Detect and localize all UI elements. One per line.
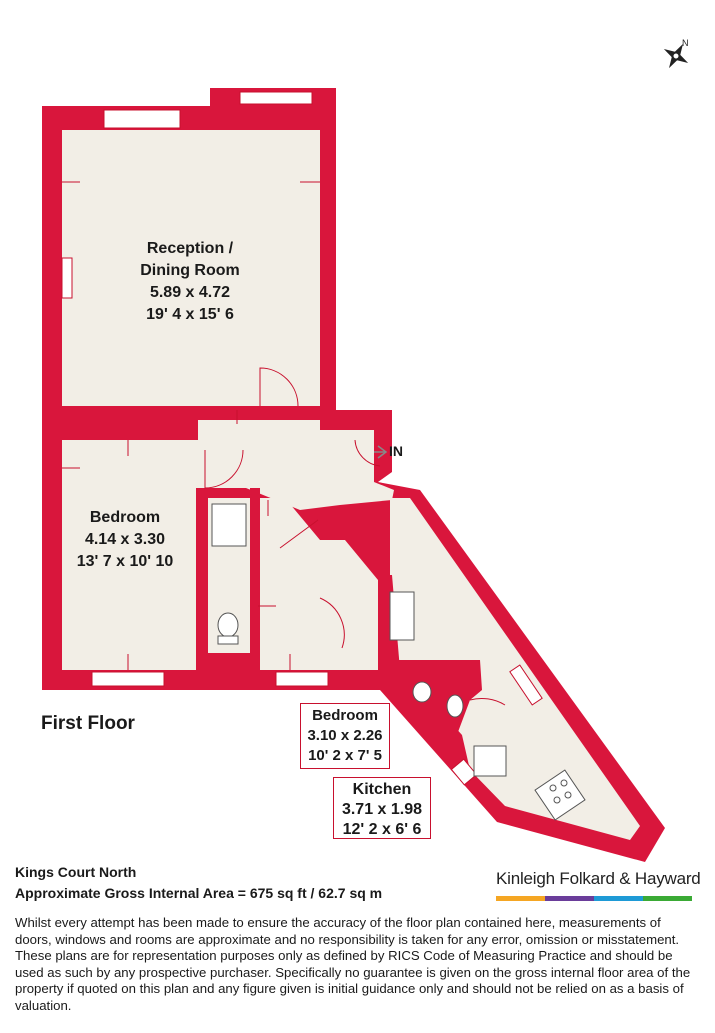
reception-imperial: 19' 4 x 15' 6 bbox=[146, 306, 234, 323]
windows bbox=[61, 91, 543, 786]
reception-name-2: Dining Room bbox=[140, 262, 240, 279]
kitchen-label: Kitchen 3.71 x 1.98 12' 2 x 6' 6 bbox=[333, 777, 431, 839]
disclaimer-text: Whilst every attempt has been made to en… bbox=[15, 915, 691, 1013]
reception-label: Reception / Dining Room 5.89 x 4.72 19' … bbox=[110, 238, 270, 326]
property-name: Kings Court North bbox=[15, 864, 137, 880]
fixtures bbox=[211, 503, 586, 821]
bedroom2-label: Bedroom 3.10 x 2.26 10' 2 x 7' 5 bbox=[300, 703, 390, 769]
gross-internal-area: Approximate Gross Internal Area = 675 sq… bbox=[15, 885, 383, 901]
brand-color-bar bbox=[496, 896, 692, 901]
measure-arrows bbox=[62, 181, 320, 670]
compass-label: N bbox=[682, 38, 689, 48]
bedroom2-metric: 3.10 x 2.26 bbox=[307, 727, 383, 744]
kitchen-name: Kitchen bbox=[352, 781, 412, 798]
brand-bar-segment bbox=[496, 896, 545, 901]
bedroom1-imperial: 13' 7 x 10' 10 bbox=[76, 553, 174, 570]
floor-plan: N bbox=[42, 38, 689, 862]
entrance-label: IN bbox=[389, 443, 403, 459]
kitchen-metric: 3.71 x 1.98 bbox=[341, 801, 423, 818]
brand-bar-segment bbox=[545, 896, 594, 901]
bedroom2-name: Bedroom bbox=[312, 707, 378, 724]
reception-name-1: Reception / bbox=[146, 240, 234, 257]
floor-title: First Floor bbox=[41, 713, 135, 734]
brand-bar-segment bbox=[643, 896, 692, 901]
bedroom2-imperial: 10' 2 x 7' 5 bbox=[308, 747, 382, 764]
entrance-arrow-icon bbox=[374, 445, 388, 459]
bedroom1-metric: 4.14 x 3.30 bbox=[84, 531, 166, 548]
kitchen-imperial: 12' 2 x 6' 6 bbox=[342, 821, 422, 838]
brand-logo: Kinleigh Folkard & Hayward bbox=[496, 869, 701, 888]
bedroom1-label: Bedroom 4.14 x 3.30 13' 7 x 10' 10 bbox=[60, 507, 190, 573]
bedroom1-name: Bedroom bbox=[89, 509, 161, 526]
doors bbox=[204, 367, 506, 706]
brand-bar-segment bbox=[594, 896, 643, 901]
compass-icon bbox=[663, 43, 689, 69]
reception-metric: 5.89 x 4.72 bbox=[149, 284, 231, 301]
internal-walls bbox=[62, 406, 482, 740]
